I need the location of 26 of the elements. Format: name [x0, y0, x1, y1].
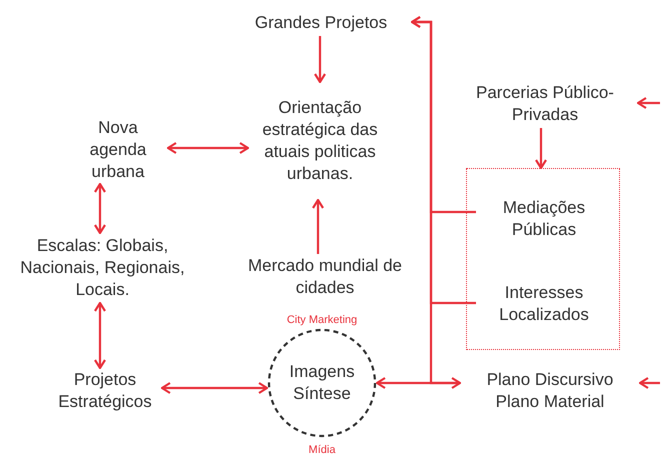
side-note: City Marketing — [286, 314, 358, 326]
arrow — [376, 376, 462, 390]
node-label: Grandes Projetos — [230, 10, 412, 36]
node-label: Nova agenda urbana — [68, 116, 168, 184]
dotted-frame — [466, 168, 620, 350]
node-label: Plano Discursivo — [486, 369, 614, 391]
node-label: Interesses Localizados — [477, 279, 611, 329]
node-label: Plano Material — [496, 391, 604, 413]
node-label: Escalas: Globais, Nacionais, Regionais, Locais. — [3, 233, 202, 303]
arrow — [638, 376, 660, 390]
node-label: Projetos Estratégicos — [48, 368, 162, 414]
arrow — [314, 36, 326, 84]
arrow — [94, 182, 106, 234]
arrow — [166, 142, 250, 154]
side-note: Mídia — [308, 444, 336, 456]
node-label: Mercado mundial de cidades — [236, 254, 414, 300]
node-label: Imagens Síntese — [288, 361, 356, 405]
arrow — [410, 16, 476, 304]
arrow — [94, 302, 106, 370]
arrow — [534, 128, 548, 170]
node-label: Mediações Públicas — [477, 194, 611, 244]
arrow — [312, 198, 324, 254]
arrow — [636, 96, 660, 110]
arrow — [160, 382, 268, 394]
node-label: Orientação estratégica das atuais politicas urbanas. — [248, 82, 392, 200]
node-label: Parcerias Público-Privadas — [452, 80, 638, 128]
